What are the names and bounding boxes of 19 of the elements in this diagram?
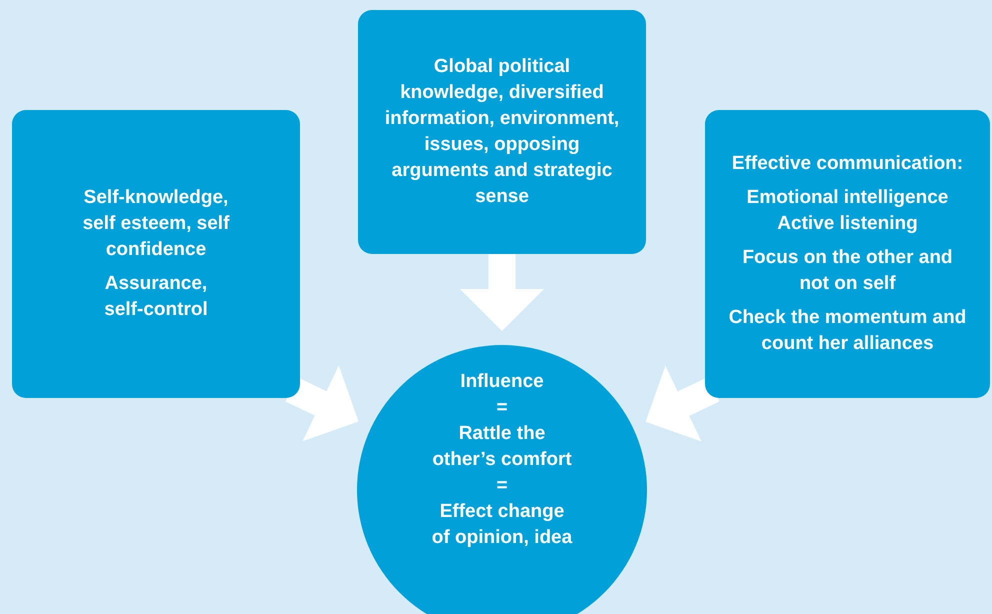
node-text: Active listening: [777, 212, 918, 236]
node-text: =: [496, 474, 508, 498]
block-arrow: [286, 365, 359, 442]
topic-box: [12, 110, 300, 398]
topic-box: [705, 110, 990, 398]
node-text: Influence: [460, 370, 544, 394]
node-text: Effect change of opinion, idea: [431, 500, 573, 550]
node-text: Emotional intelligence: [746, 186, 948, 210]
node-text: Assurance, self-control: [103, 272, 209, 322]
node-text: =: [496, 396, 508, 420]
block-arrow: [460, 254, 544, 331]
node-text: Self-knowledge, self esteem, self confidence: [82, 186, 230, 262]
node-text: Global political knowledge, diversified information, environment, issues, opposing arguments and strategic sense: [384, 55, 620, 209]
node-text: Effective communication:: [732, 152, 964, 176]
topic-box: [358, 10, 646, 254]
node-text: Check the momentum and count her alliances: [728, 306, 968, 356]
node-text: Focus on the other and not on self: [741, 246, 954, 296]
node-text: Rattle the other’s comfort: [431, 422, 573, 472]
block-arrow: [646, 366, 720, 442]
